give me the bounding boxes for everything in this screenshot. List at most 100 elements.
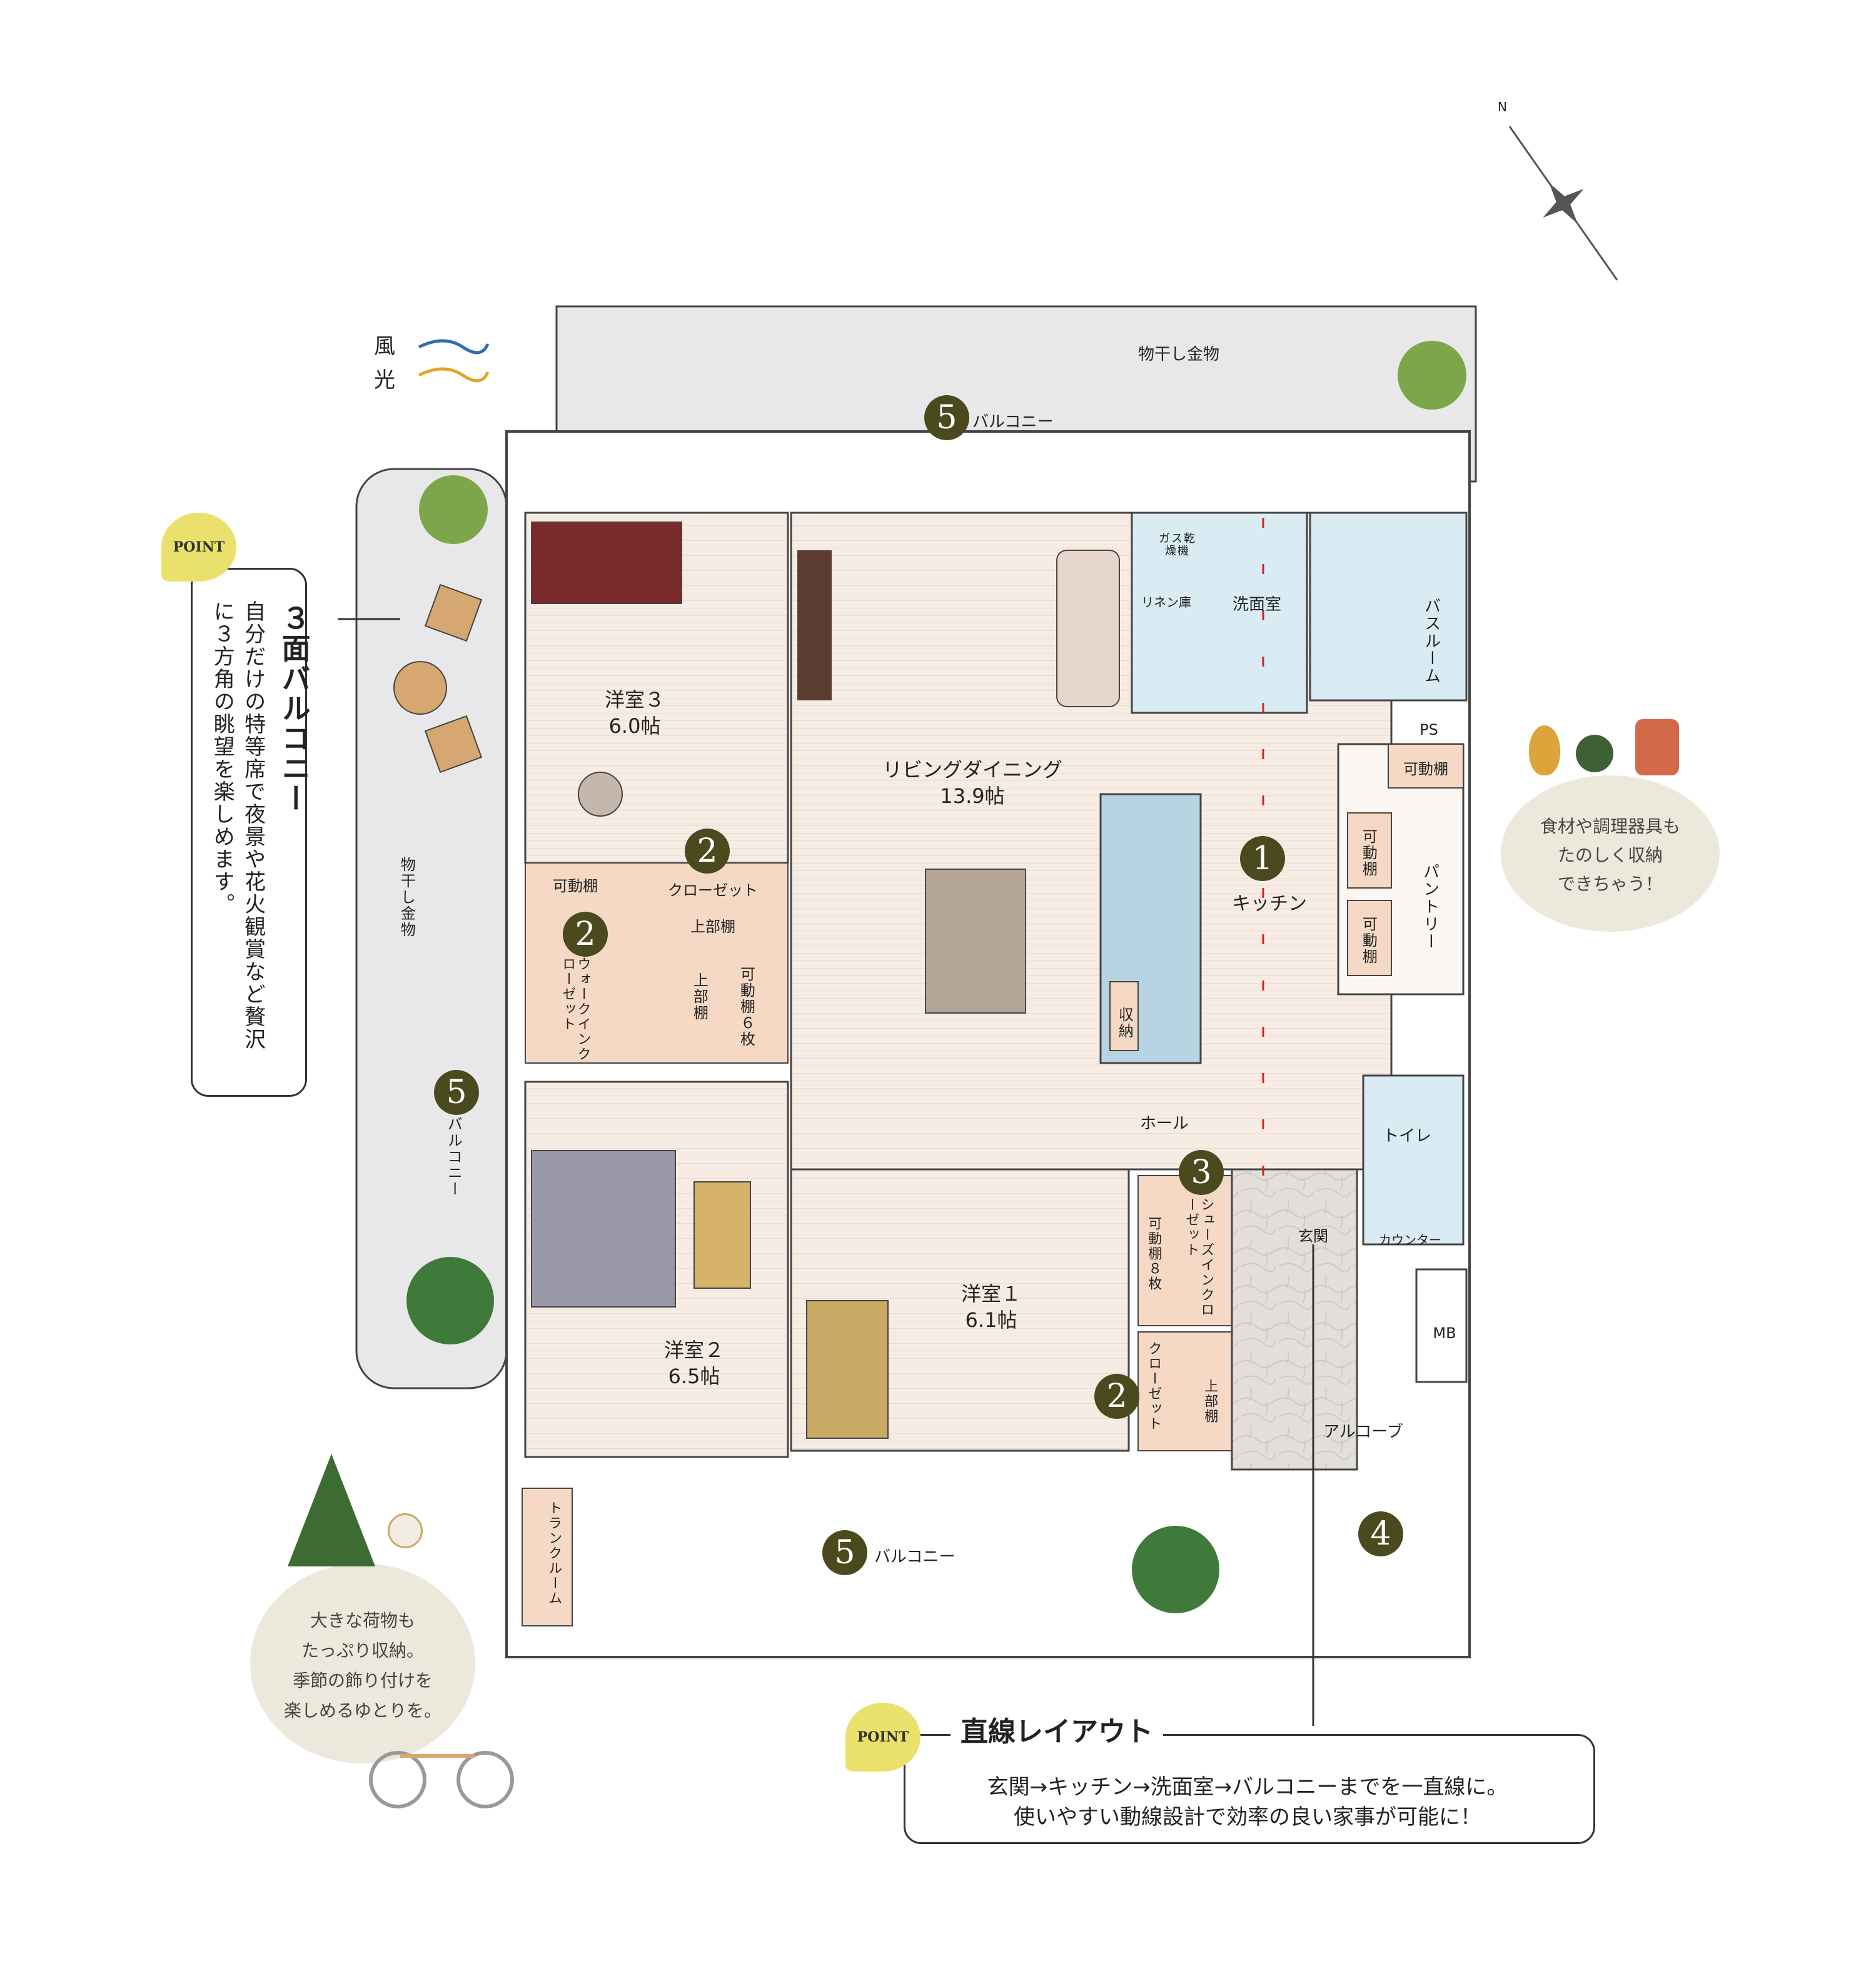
toilet-floor xyxy=(1362,1074,1465,1246)
rug-w2 xyxy=(693,1181,751,1289)
label-storage: 収納 xyxy=(1116,1007,1134,1039)
sofa xyxy=(1056,550,1120,707)
kagami-mochi-icon xyxy=(388,1513,423,1548)
label-closet-w3: クローゼット xyxy=(668,882,758,899)
mb-box xyxy=(1415,1268,1468,1383)
label-living-size: 13.9帖 xyxy=(940,784,1004,808)
point1-callout xyxy=(191,568,307,1097)
point2-title: 直線レイアウト xyxy=(951,1709,1163,1749)
label-entrance: 玄関 xyxy=(1298,1227,1328,1245)
label-linen: リネン庫 xyxy=(1141,595,1191,610)
table-w3 xyxy=(578,772,623,817)
label-pantry-shelf1: 可動棚 xyxy=(1359,829,1378,877)
scale-icon xyxy=(1635,719,1679,775)
marker-5-bottom: 5 xyxy=(822,1530,867,1575)
label-pantry: パントリー xyxy=(1420,863,1440,950)
bubble-left-l3: 季節の飾り付けを xyxy=(292,1670,433,1691)
balcony-left xyxy=(355,468,508,1389)
marker-5-top: 5 xyxy=(924,395,969,440)
marker-2-w1: 2 xyxy=(1094,1374,1139,1419)
bubble-left-l4: 楽しめるゆとりを。 xyxy=(283,1700,441,1721)
point2-line2: 使いやすい動線設計で効率の良い家事が可能に！ xyxy=(1014,1805,1481,1830)
desk-w1 xyxy=(806,1300,889,1439)
trunk-room xyxy=(522,1488,573,1626)
label-living-name: リビングダイニング xyxy=(882,758,1062,782)
patio-table xyxy=(393,661,447,715)
squash-icon xyxy=(1529,725,1560,775)
label-balcony-bottom: バルコニー xyxy=(874,1548,955,1566)
label-wic-upper: 上部棚 xyxy=(690,972,709,1021)
washroom-floor xyxy=(1131,512,1308,714)
pumpkin-icon xyxy=(1576,735,1613,772)
label-upper-shelf-w1: 上部棚 xyxy=(1202,1379,1218,1424)
label-ps: PS xyxy=(1420,721,1438,739)
point1-title: ３面バルコニー xyxy=(277,603,311,814)
pantry-shelf2 xyxy=(1347,900,1392,976)
marker-5-left: 5 xyxy=(434,1070,479,1115)
pantry-shelf1 xyxy=(1347,812,1392,889)
label-western1-size: 6.1帖 xyxy=(966,1308,1017,1332)
kitchen-storage xyxy=(1109,981,1139,1051)
label-hall: ホール xyxy=(1140,1114,1189,1133)
label-balcony-top: バルコニー xyxy=(972,413,1053,431)
bubble-right-l3: できちゃう！ xyxy=(1557,874,1663,894)
label-movable-shelf-wic: 可動棚 xyxy=(553,877,598,895)
label-kitchen: キッチン xyxy=(1232,893,1307,915)
label-hanging-top: 物干し金物 xyxy=(1138,345,1219,364)
label-western3-name: 洋室３ xyxy=(605,688,665,712)
label-washroom: 洗面室 xyxy=(1233,595,1281,614)
marker-3: 3 xyxy=(1179,1150,1224,1195)
tv-board xyxy=(797,550,832,700)
marker-2-w3: 2 xyxy=(685,829,730,874)
point2-line1: 玄関→キッチン→洗面室→バルコニーまでを一直線に。 xyxy=(987,1775,1508,1800)
label-wic-movable: 可動棚６枚 xyxy=(737,966,755,1047)
label-toilet: トイレ xyxy=(1383,1127,1431,1146)
point2-badge: POINT xyxy=(845,1703,920,1772)
dining-table xyxy=(925,869,1026,1014)
point1-badge: POINT xyxy=(161,513,236,582)
bed-w2 xyxy=(531,1150,676,1308)
marker-2-wic: 2 xyxy=(563,912,608,957)
marker-1: 1 xyxy=(1240,836,1285,881)
compass-icon xyxy=(1508,126,1618,281)
patio-chair1 xyxy=(424,583,483,642)
label-western3-size: 6.0帖 xyxy=(609,714,661,738)
legend-wind-line xyxy=(418,339,490,355)
bed-w3 xyxy=(531,522,682,604)
label-pantry-shelf2: 可動棚 xyxy=(1359,916,1378,965)
label-movable-shelf-pantry: 可動棚 xyxy=(1403,760,1448,778)
legend-wind-label: 風 xyxy=(374,334,395,359)
plant-left-top xyxy=(419,475,488,544)
label-wic: ウォークインクローゼット xyxy=(560,957,591,1062)
point1-body: 自分だけの特等席で夜景や花火観賞など贅沢に３方角の眺望を楽しめます。 xyxy=(209,600,266,1051)
tree-icon xyxy=(288,1454,375,1566)
bubble-left-l2: たっぷり収納。 xyxy=(301,1640,424,1661)
label-mb: MB xyxy=(1433,1324,1456,1342)
bubble-right-l2: たのしく収納 xyxy=(1557,845,1663,865)
label-hanging-left: 物干し金物 xyxy=(398,857,416,938)
label-western1-name: 洋室１ xyxy=(961,1282,1021,1306)
plant-bottom xyxy=(1132,1526,1219,1613)
label-trunk-room: トランクルーム xyxy=(546,1501,562,1606)
bathroom-floor xyxy=(1309,512,1468,702)
pantry-top-shelf xyxy=(1388,744,1464,789)
label-counter: カウンター xyxy=(1379,1233,1441,1248)
bubble-right-l1: 食材や調理器具も xyxy=(1540,816,1680,837)
shoes-closet xyxy=(1137,1175,1233,1326)
wic-area xyxy=(525,862,789,1064)
compass-north: N xyxy=(1498,99,1507,114)
label-shoes-in: シューズインクローゼット xyxy=(1183,1197,1214,1318)
bubble-left: 大きな荷物も たっぷり収納。 季節の飾り付けを 楽しめるゆとりを。 xyxy=(250,1563,475,1763)
patio-chair2 xyxy=(424,715,483,774)
marker-4: 4 xyxy=(1358,1511,1403,1556)
bubble-left-l1: 大きな荷物も xyxy=(310,1610,415,1631)
plant-left-bottom xyxy=(406,1257,494,1344)
entrance-floor xyxy=(1231,1168,1358,1471)
label-western2-name: 洋室２ xyxy=(664,1338,724,1362)
label-gas-dryer: ガス乾燥機 xyxy=(1159,532,1196,558)
bubble-right: 食材や調理器具も たのしく収納 できちゃう！ xyxy=(1501,775,1720,932)
label-closet-w1: クローゼット xyxy=(1146,1341,1162,1431)
label-shoes-shelf: 可動棚８枚 xyxy=(1146,1216,1162,1291)
label-balcony-left: バルコニー xyxy=(445,1116,463,1197)
